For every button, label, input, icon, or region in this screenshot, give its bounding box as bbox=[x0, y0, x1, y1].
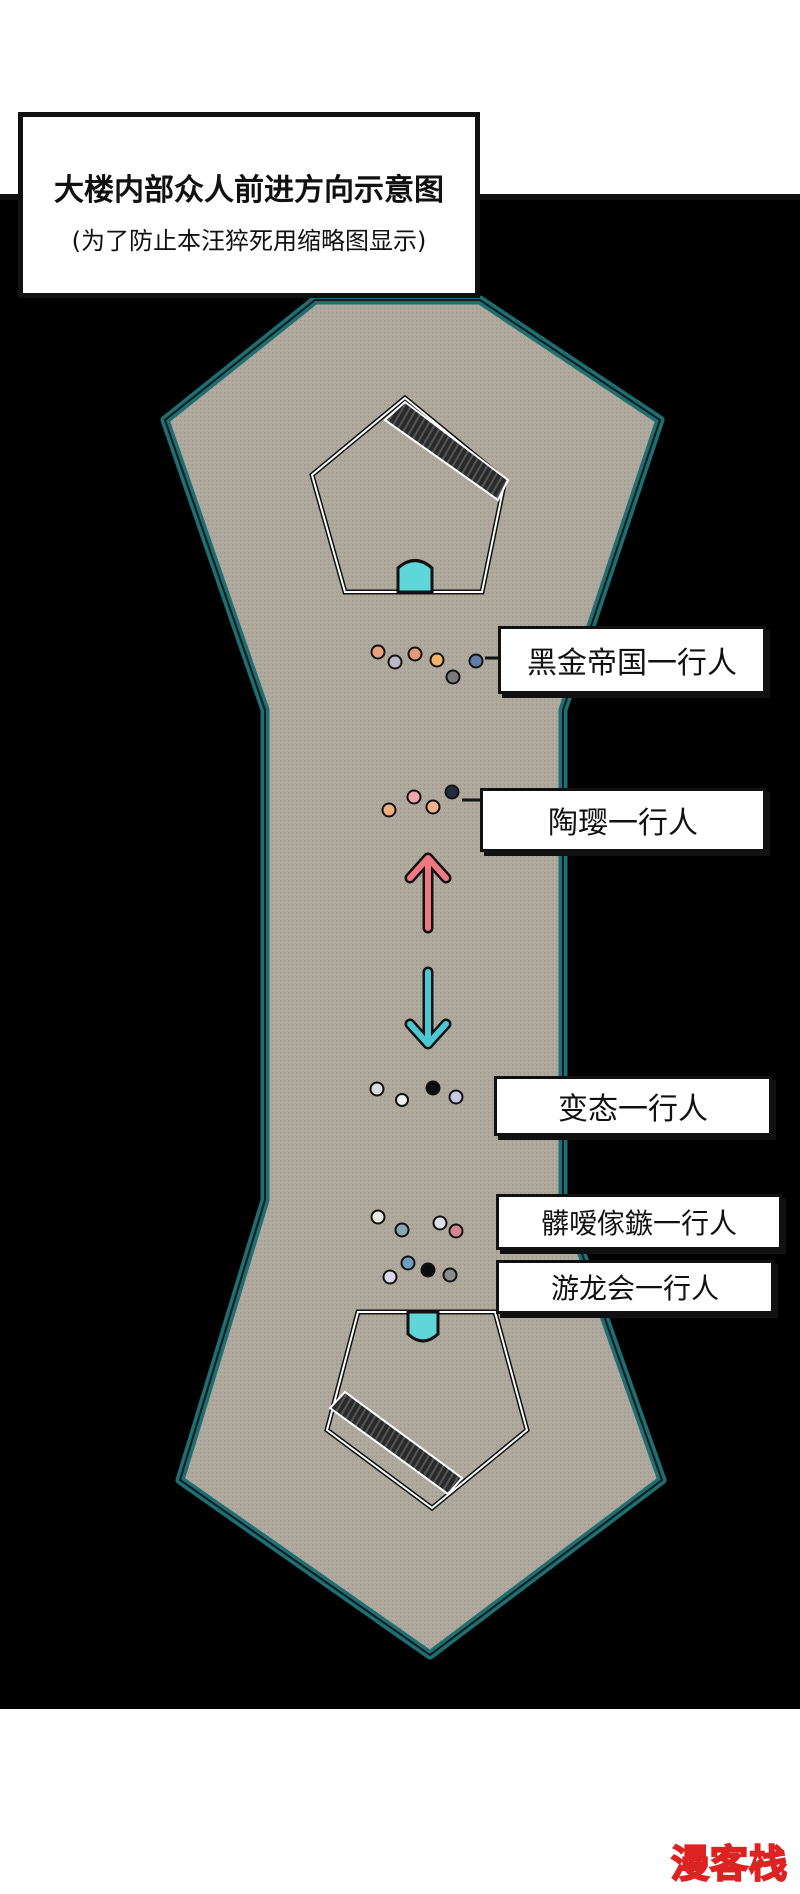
person-dot bbox=[420, 1262, 436, 1278]
escalator-top bbox=[383, 400, 510, 502]
person-dot bbox=[370, 644, 386, 660]
escalator-bottom bbox=[328, 1390, 464, 1496]
arrow-up bbox=[404, 852, 452, 934]
group-label-biantai: 变态一行人 bbox=[494, 1076, 772, 1136]
person-dot bbox=[387, 654, 403, 670]
stairwell-top bbox=[309, 394, 510, 595]
building-outline bbox=[163, 299, 664, 1657]
arrow-down bbox=[404, 966, 452, 1050]
group-dots-biantai bbox=[369, 1080, 464, 1107]
person-dot bbox=[432, 1215, 448, 1231]
person-dot bbox=[425, 1080, 441, 1096]
person-dot bbox=[468, 653, 484, 669]
stairwell-bottom bbox=[324, 1309, 530, 1512]
person-dot bbox=[394, 1222, 410, 1238]
person-dot bbox=[444, 784, 460, 800]
group-label-youlong: 游龙会一行人 bbox=[496, 1260, 774, 1314]
group-label-unknown: 髒嗳傢鏃一行人 bbox=[496, 1194, 782, 1250]
person-dot bbox=[370, 1209, 386, 1225]
person-dot bbox=[448, 1089, 464, 1105]
person-dot bbox=[425, 799, 441, 815]
group-label-taoying: 陶璎一行人 bbox=[480, 788, 766, 852]
person-dot bbox=[445, 669, 461, 685]
person-dot bbox=[369, 1081, 385, 1097]
person-dot bbox=[382, 1269, 398, 1285]
person-dot bbox=[407, 646, 423, 662]
group-dots-taoying bbox=[381, 784, 460, 818]
group-dots-youlong bbox=[382, 1255, 458, 1285]
person-dot bbox=[406, 789, 422, 805]
person-dot bbox=[448, 1223, 464, 1239]
group-dots-unknown bbox=[370, 1209, 464, 1239]
group-dots-heijin bbox=[370, 644, 484, 685]
person-dot bbox=[400, 1255, 416, 1271]
door-top bbox=[396, 559, 434, 594]
group-label-heijin: 黑金帝国一行人 bbox=[498, 626, 766, 694]
page-title: 大楼内部众人前进方向示意图 bbox=[54, 173, 444, 208]
door-bottom bbox=[406, 1310, 440, 1343]
person-dot bbox=[442, 1267, 458, 1283]
watermark-logo: 漫客栈 bbox=[670, 1841, 788, 1887]
title-box: 大楼内部众人前进方向示意图 (为了防止本汪猝死用缩略图显示) bbox=[18, 112, 480, 298]
person-dot bbox=[395, 1093, 409, 1107]
page-subtitle: (为了防止本汪猝死用缩略图显示) bbox=[71, 227, 427, 255]
person-dot bbox=[429, 652, 445, 668]
person-dot bbox=[381, 802, 397, 818]
